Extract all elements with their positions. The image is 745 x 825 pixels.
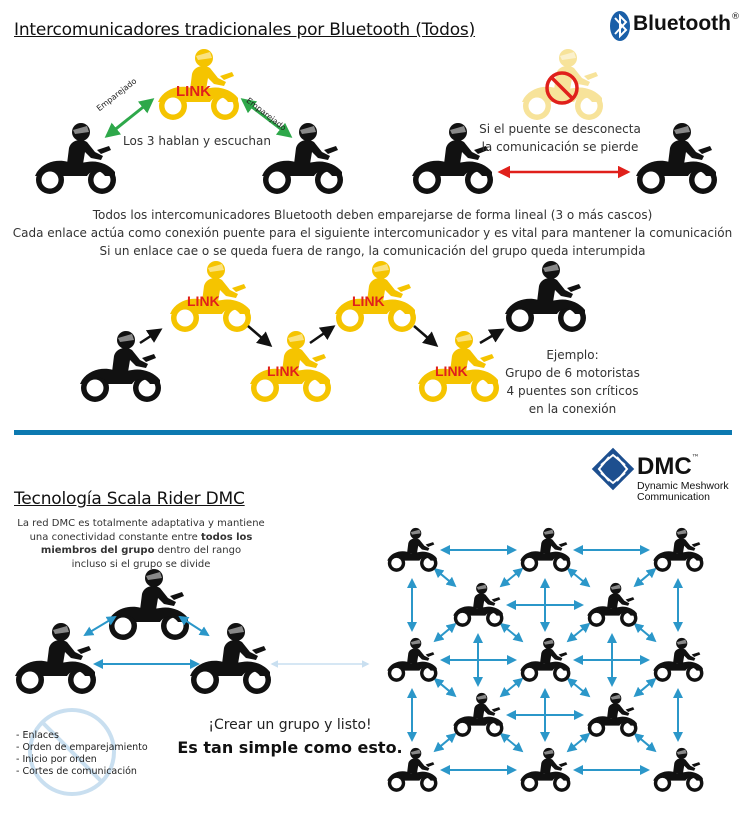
- chain-example-line-2: Grupo de 6 motoristas: [505, 366, 640, 380]
- bluetooth-logo: Bluetooth®: [633, 12, 740, 36]
- dmc-logo: DMC™ Dynamic Meshwork Communication: [637, 453, 729, 503]
- mesh-link-11: [433, 567, 457, 588]
- dmc-intro-line-2a: una conectividad constante entre: [29, 531, 202, 543]
- slogan-line-2: Es tan simple como esto.: [177, 738, 403, 757]
- mesh-link-13: [566, 567, 591, 588]
- broken-caption-2: la comunicación se pierde: [481, 140, 639, 154]
- mesh-link-27: [433, 732, 457, 753]
- mesh-link-24: [499, 677, 524, 698]
- mesh-rider-7: [520, 637, 571, 682]
- mesh-link-19: [499, 622, 524, 643]
- mesh-rider-6: [387, 637, 438, 682]
- link-label-top: LINK: [176, 83, 211, 100]
- dmc-sub-line-2: Communication: [637, 491, 710, 503]
- dmc-intro-line-1: La red DMC es totalmente adaptativa y ma…: [17, 518, 265, 529]
- broken-caption-1: Si el puente se desconecta: [479, 122, 641, 136]
- chain-rider-start: [80, 331, 161, 402]
- mesh-rider-1: [387, 527, 438, 572]
- faded-prohibited-icon: [28, 708, 116, 796]
- dmc-logo-text: DMC: [637, 453, 692, 480]
- mesh-rider-3: [653, 527, 704, 572]
- mesh-link-30: [633, 732, 657, 753]
- section1-title: Intercomunicadores tradicionales por Blu…: [14, 20, 476, 40]
- rider-right-black: [262, 123, 343, 194]
- dmc-intro-line-2b: todos los: [201, 531, 253, 543]
- mesh-rider-12: [520, 747, 571, 792]
- mesh-rider-8: [653, 637, 704, 682]
- chain-arrows: [139, 325, 505, 347]
- dmc-intro-line-3b: dentro del rango: [154, 545, 242, 556]
- no-need-item-1: - Enlaces: [16, 730, 59, 741]
- chain-example-line-1: Ejemplo:: [546, 348, 599, 362]
- faded-link-rider: [522, 49, 603, 120]
- dmc-sub-line-1: Dynamic Meshwork: [637, 480, 729, 492]
- mesh-network: [387, 527, 704, 792]
- bluetooth-logo-text: Bluetooth: [633, 12, 731, 35]
- section-divider: [14, 430, 732, 435]
- bluetooth-rune-icon: [610, 11, 630, 41]
- explanation-line-1: Todos los intercomunicadores Bluetooth d…: [92, 208, 653, 222]
- dmc-logo-tm: ™: [691, 453, 700, 462]
- mesh-link-21: [633, 622, 657, 643]
- chain-link-label-2: LINK: [267, 363, 300, 379]
- paired-arrow-left: [104, 98, 155, 138]
- dmc-triangle-right: [190, 623, 271, 694]
- bluetooth-logo-registered: ®: [730, 12, 740, 22]
- section2-title: Tecnología Scala Rider DMC: [14, 489, 245, 509]
- chain-example-line-3: 4 puentes son críticos: [506, 384, 639, 398]
- explanation-line-3: Si un enlace cae o se queda fuera de ran…: [99, 244, 646, 258]
- dmc-triangle-left: [15, 623, 96, 694]
- mesh-rider-9: [453, 692, 504, 737]
- chain-example-line-4: en la conexión: [528, 402, 617, 416]
- mesh-rider-2: [520, 527, 571, 572]
- mesh-link-29: [566, 732, 591, 753]
- mesh-link-18: [433, 622, 457, 643]
- dmc-intro-line-2: una conectividad constante entre todos l…: [10, 531, 272, 545]
- dmc-mesh-logo-icon: [591, 447, 635, 491]
- mesh-rider-10: [587, 692, 638, 737]
- chain-link-label-1: LINK: [187, 293, 220, 309]
- rider-left-black: [35, 123, 116, 194]
- no-need-item-2: - Orden de emparejamiento: [16, 742, 148, 753]
- explanation-line-2: Cada enlace actúa como conexión puente p…: [12, 226, 733, 240]
- no-need-item-3: - Inicio por orden: [16, 754, 97, 765]
- dmc-intro: La red DMC es totalmente adaptativa y ma…: [10, 517, 272, 571]
- dmc-intro-line-4: incluso si el grupo se divide: [71, 558, 211, 570]
- paired-arrow-right: [240, 98, 293, 138]
- dmc-triangle-top: [108, 569, 189, 640]
- mesh-link-12: [499, 567, 524, 588]
- chain-rider-end: [505, 261, 586, 332]
- mesh-link-23: [433, 677, 457, 698]
- mesh-link-26: [633, 677, 657, 698]
- mesh-link-25: [566, 677, 591, 698]
- mesh-link-14: [633, 567, 657, 588]
- chain-link-label-3: LINK: [352, 293, 385, 309]
- slogan-line-1: ¡Crear un grupo y listo!: [208, 717, 372, 733]
- mesh-rider-13: [653, 747, 704, 792]
- mesh-link-28: [499, 732, 524, 753]
- no-need-item-4: - Cortes de comunicación: [16, 766, 137, 777]
- mesh-rider-4: [453, 582, 504, 627]
- dmc-intro-line-3: miembros del grupo dentro del rango: [10, 544, 272, 558]
- chain-link-label-4: LINK: [435, 363, 468, 379]
- triangle-caption: Los 3 hablan y escuchan: [123, 134, 271, 148]
- mesh-link-20: [566, 622, 591, 643]
- mesh-rider-5: [587, 582, 638, 627]
- dmc-intro-line-3a: miembros del grupo: [40, 545, 155, 556]
- no-need-list: - Enlaces - Orden de emparejamiento - In…: [16, 730, 148, 778]
- prohibited-icon: [545, 71, 579, 105]
- chain-example: Ejemplo: Grupo de 6 motoristas 4 puentes…: [500, 346, 645, 418]
